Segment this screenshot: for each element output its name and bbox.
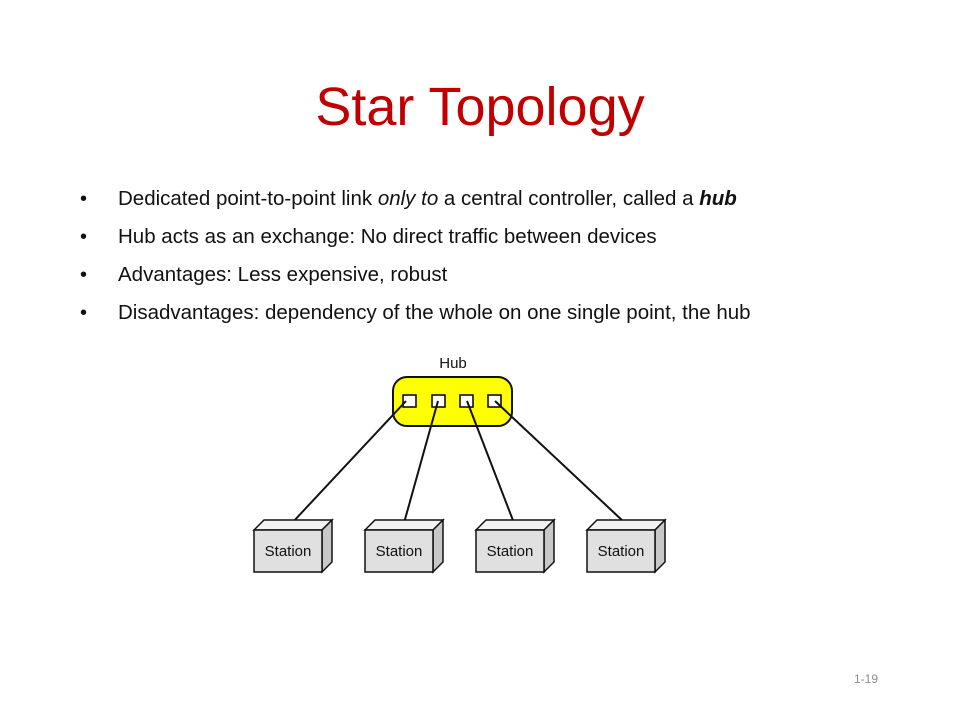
- station-front: [253, 529, 323, 573]
- station-front: [364, 529, 434, 573]
- station-label: Station: [598, 543, 645, 560]
- bullet-text: Disadvantages: dependency of the whole o…: [118, 301, 751, 324]
- bullet-text: Advantages: Less expensive, robust: [118, 263, 448, 286]
- bullet-item: • Dedicated point-to-point link only to a…: [78, 180, 938, 218]
- bullet-text: Dedicated point-to-point link only to a …: [118, 187, 737, 210]
- station-side: [654, 518, 666, 574]
- hub-port-1: [402, 394, 417, 408]
- slide-number: 1-19: [853, 672, 878, 686]
- hub-port-2: [431, 394, 446, 408]
- links: [291, 400, 626, 524]
- bullet-dot: •: [80, 264, 88, 286]
- station-front: [475, 529, 545, 573]
- station-2: Station: [363, 518, 445, 574]
- bullet-text: Hub acts as an exchange: No direct traff…: [118, 225, 657, 248]
- station-side: [432, 518, 444, 574]
- station-side: [321, 518, 333, 574]
- bullet-list: • Dedicated point-to-point link only to a…: [78, 180, 938, 332]
- station-top: [252, 519, 334, 531]
- hub-box: [392, 376, 513, 427]
- hub-label: Hub: [439, 355, 467, 372]
- bullet-dot: •: [80, 302, 88, 324]
- station-label: Station: [487, 543, 534, 560]
- bullet-item: • Disadvantages: dependency of the whole …: [78, 294, 938, 332]
- link-4: [494, 400, 626, 524]
- bullet-dot: •: [80, 188, 88, 210]
- station-1: Station: [252, 518, 334, 574]
- link-2: [403, 400, 439, 524]
- station-side: [543, 518, 555, 574]
- station-4: Station: [585, 518, 667, 574]
- station-top: [363, 519, 445, 531]
- station-front: [586, 529, 656, 573]
- station-top: [585, 519, 667, 531]
- station-top: [474, 519, 556, 531]
- station-label: Station: [265, 543, 312, 560]
- bullet-item: • Hub acts as an exchange: No direct traf…: [78, 218, 938, 256]
- hub-port-3: [459, 394, 474, 408]
- station-3: Station: [474, 518, 556, 574]
- bullet-dot: •: [80, 226, 88, 248]
- link-3: [466, 400, 515, 524]
- slide-title: Star Topology: [315, 77, 645, 137]
- station-label: Station: [376, 543, 423, 560]
- link-1: [291, 400, 407, 524]
- bullet-item: • Advantages: Less expensive, robust: [78, 256, 938, 294]
